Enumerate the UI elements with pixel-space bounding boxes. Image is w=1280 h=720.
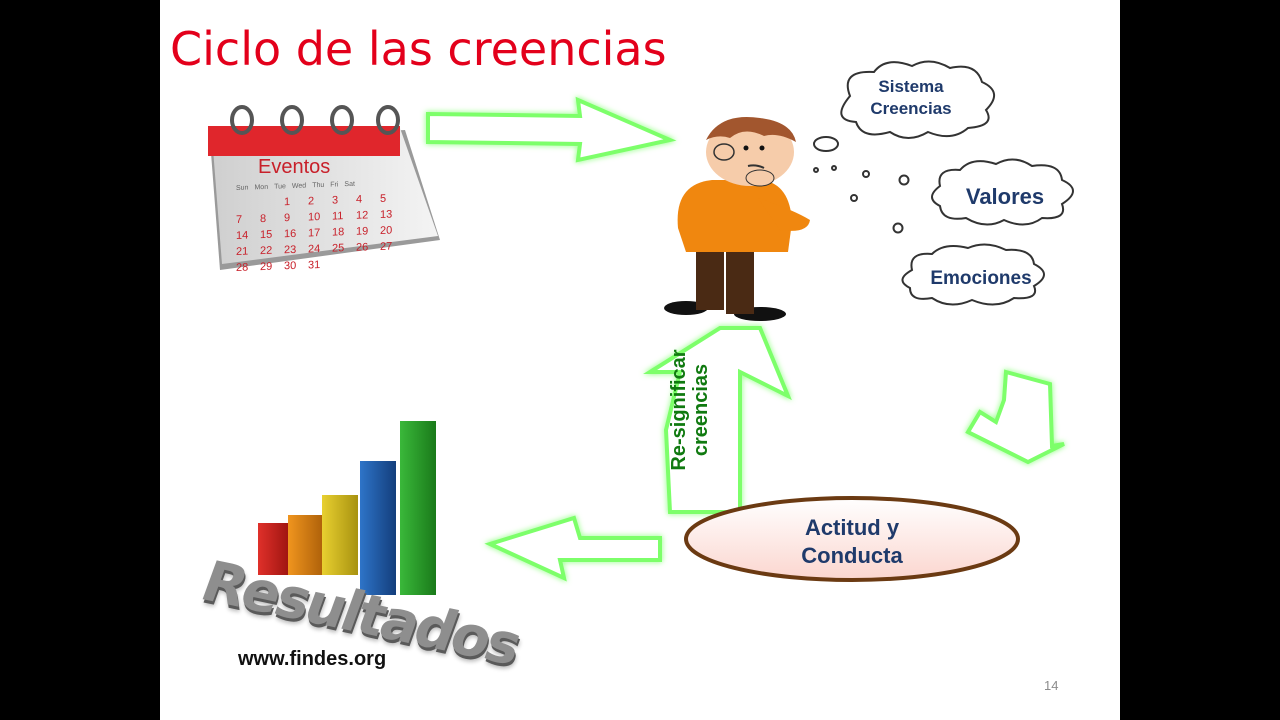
cloud-sistema-label: Sistema Creencias — [856, 76, 966, 120]
website-url: www.findes.org — [238, 648, 387, 670]
cloud-sistema — [840, 60, 995, 139]
cloud-valores-label: Valores — [965, 184, 1045, 209]
cloud-valores — [931, 158, 1074, 226]
arrow-down-curve — [965, 369, 1065, 465]
actitud-label: Actitud y Conducta — [712, 514, 992, 570]
cloud-sistema-line2: Creencias — [870, 99, 952, 118]
slide: Ciclo de las creencias Eventos Sun Mon T… — [160, 0, 1120, 720]
cloud-sistema-line1: Sistema — [878, 77, 944, 96]
resignificar-label: Re-significar creencias — [668, 335, 718, 485]
resignificar-line2: creencias — [690, 363, 712, 457]
actitud-ellipse — [684, 496, 1020, 582]
arrow-left-bottom — [484, 515, 662, 582]
arrow-right-top — [426, 96, 677, 163]
slide-title: Ciclo de las creencias — [170, 22, 667, 76]
cloud-emociones — [901, 243, 1045, 306]
thinking-person-icon — [664, 116, 810, 321]
arrow-up — [643, 326, 792, 514]
resultados-bars-icon — [258, 421, 436, 595]
actitud-line1: Actitud y — [804, 515, 900, 540]
calendar-icon — [208, 105, 440, 270]
cloud-emociones-label: Emociones — [930, 268, 1032, 289]
resignificar-line1: Re-significar — [668, 349, 690, 471]
arrows-layer — [426, 96, 1065, 582]
thought-bubbles — [813, 60, 1074, 306]
calendar-label: Eventos — [258, 156, 331, 178]
actitud-line2: Conducta — [801, 543, 903, 568]
page-number: 14 — [1044, 678, 1059, 693]
